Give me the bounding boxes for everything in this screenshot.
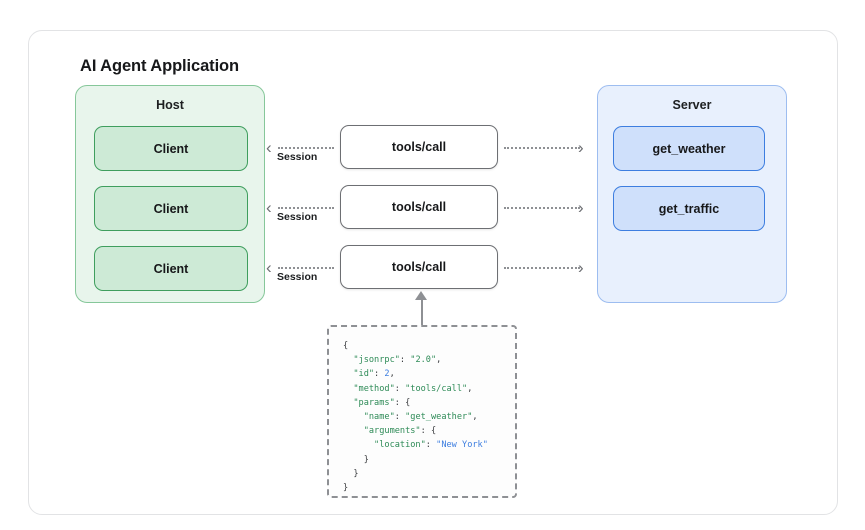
tools-call-box-3[interactable]: tools/call xyxy=(340,245,498,289)
session-label-1: Session xyxy=(277,151,318,163)
payload-connector-line xyxy=(421,297,423,325)
server-dotted-line-3 xyxy=(504,267,580,269)
session-dotted-line-2 xyxy=(278,207,334,209)
server-arrow-right-2: › xyxy=(578,198,584,217)
server-dotted-line-1 xyxy=(504,147,580,149)
tool-box-get-traffic[interactable]: get_traffic xyxy=(613,186,765,231)
server-panel: Server get_weather get_traffic xyxy=(597,85,787,303)
session-arrow-left-1: ‹ xyxy=(266,138,272,157)
tool-box-get-weather[interactable]: get_weather xyxy=(613,126,765,171)
host-panel: Host Client Client Client xyxy=(75,85,265,303)
client-box-1[interactable]: Client xyxy=(94,126,248,171)
server-label: Server xyxy=(672,98,712,112)
page-title: AI Agent Application xyxy=(80,57,240,75)
json-payload-code: { "jsonrpc": "2.0", "id": 2, "method": "… xyxy=(343,341,488,494)
session-arrow-left-2: ‹ xyxy=(266,198,272,217)
tools-call-box-2[interactable]: tools/call xyxy=(340,185,498,229)
json-payload-box: { "jsonrpc": "2.0", "id": 2, "method": "… xyxy=(327,325,517,498)
payload-connector-arrowhead xyxy=(415,291,427,300)
session-dotted-line-3 xyxy=(278,267,334,269)
server-dotted-line-2 xyxy=(504,207,580,209)
session-arrow-left-3: ‹ xyxy=(266,258,272,277)
client-box-3[interactable]: Client xyxy=(94,246,248,291)
host-label: Host xyxy=(156,98,184,112)
client-box-2[interactable]: Client xyxy=(94,186,248,231)
tools-call-box-1[interactable]: tools/call xyxy=(340,125,498,169)
server-arrow-right-3: › xyxy=(578,258,584,277)
session-dotted-line-1 xyxy=(278,147,334,149)
server-arrow-right-1: › xyxy=(578,138,584,157)
session-label-3: Session xyxy=(277,271,318,283)
session-label-2: Session xyxy=(277,211,318,223)
